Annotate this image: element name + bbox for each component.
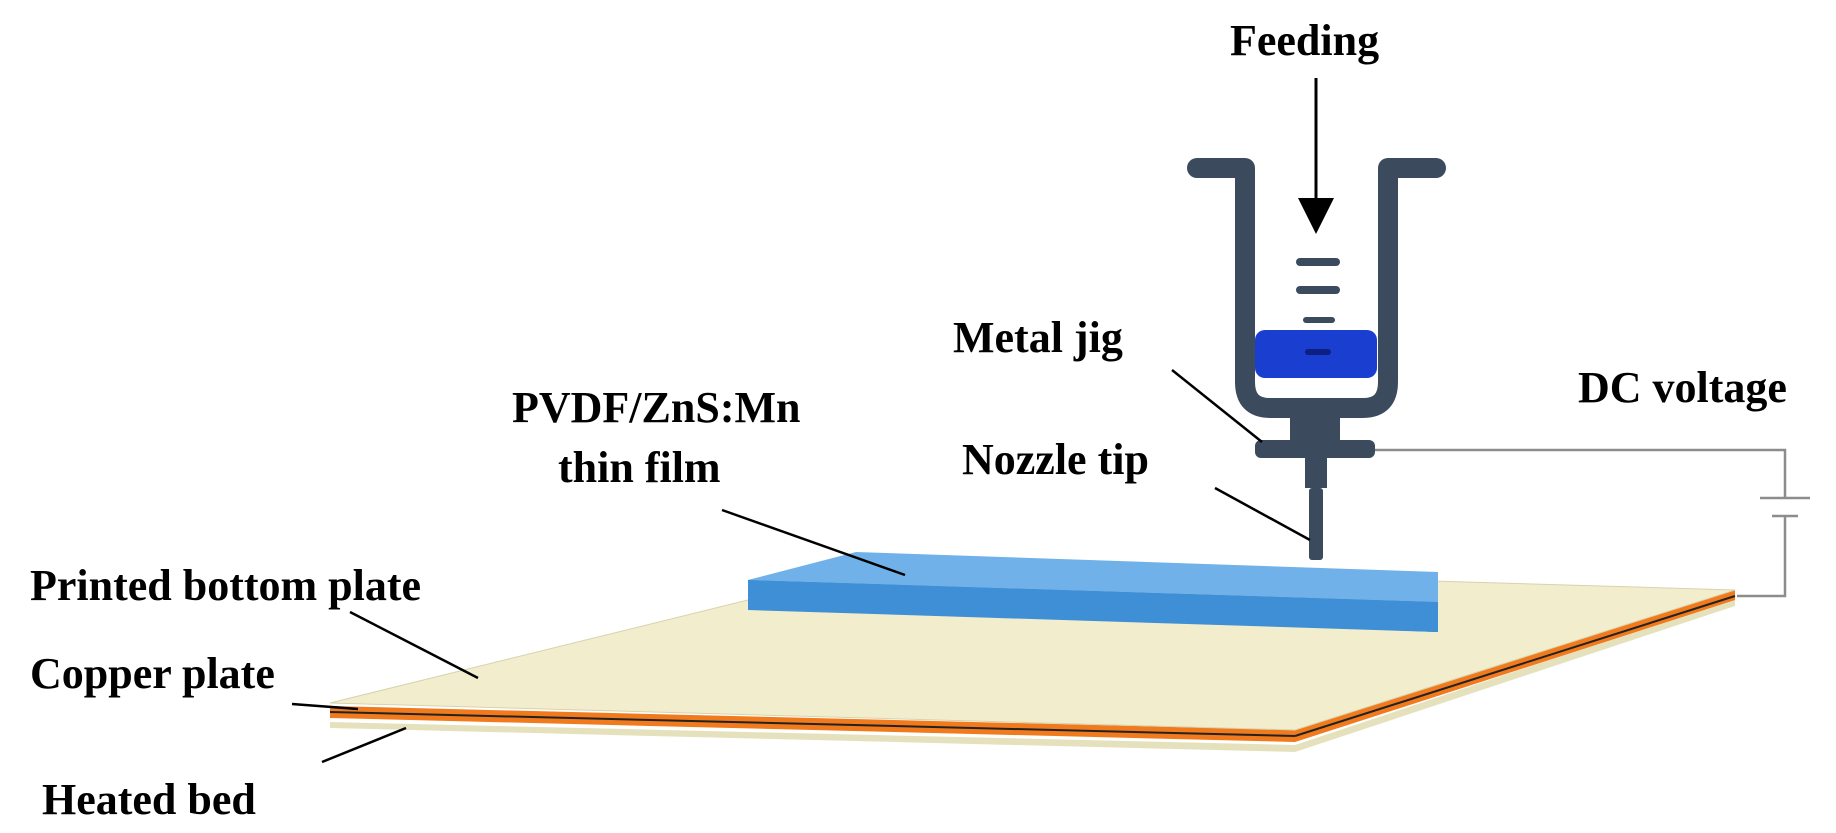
syringe [1187,158,1446,560]
label-printed-bottom-plate: Printed bottom plate [30,561,421,610]
label-dc-voltage: DC voltage [1578,363,1787,412]
dc-voltage-circuit [1375,448,1810,598]
copper-plate-edge-right [1294,595,1736,737]
leader-heated-bed [321,726,407,764]
leader-lines [291,369,1311,764]
label-film-line1: PVDF/ZnS:Mn [512,383,800,432]
film-top [748,552,1438,602]
label-metal-jig: Metal jig [953,313,1123,362]
label-film-line2: thin film [558,443,721,492]
copper-plate [330,590,1735,742]
film-body [748,580,1438,632]
metal-jig [1255,440,1375,458]
leader-copper-plate [291,702,359,711]
label-heated-bed: Heated bed [42,775,256,824]
leader-film [721,508,906,577]
label-copper-plate: Copper plate [30,649,275,698]
leader-nozzle-tip [1214,486,1311,542]
nozzle [1309,488,1323,560]
label-nozzle-tip: Nozzle tip [962,435,1149,484]
label-feeding: Feeding [1230,16,1379,65]
copper-plate-edge [329,711,1296,737]
leader-metal-jig [1171,369,1263,443]
leader-bottom-plate [349,610,479,680]
